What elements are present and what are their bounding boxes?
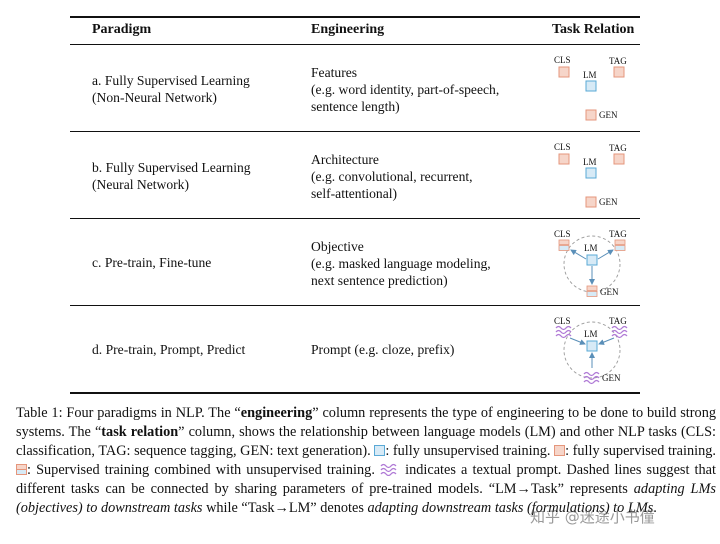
cls-to-lm-arrow xyxy=(569,337,586,345)
row-divider xyxy=(70,131,640,132)
tag-label: TAG xyxy=(609,143,627,153)
shared-parameter-dashed-circle xyxy=(563,321,621,379)
task-relation-diagram-a: CLS TAG LM GEN xyxy=(554,55,627,121)
paradigm-line: c. Pre-train, Fine-tune xyxy=(92,255,212,270)
gen-label: GEN xyxy=(602,373,621,383)
row-d-paradigm: d. Pre-train, Prompt, Predict xyxy=(92,341,245,358)
row-b-paradigm: b. Fully Supervised Learning (Neural Net… xyxy=(92,159,251,193)
engineering-line: Objective xyxy=(311,239,364,254)
lm-label: LM xyxy=(584,329,598,339)
gen-node xyxy=(585,196,597,208)
header-task-relation: Task Relation xyxy=(552,22,635,37)
shared-parameter-dashed-circle xyxy=(563,235,621,293)
paradigm-line: (Non-Neural Network) xyxy=(92,90,217,105)
caption-text: while “Task→LM” denotes xyxy=(202,500,368,516)
caption-text: . xyxy=(653,500,657,516)
gen-prompt-icon xyxy=(583,371,600,385)
unsupervised-square-icon xyxy=(374,445,386,456)
row-a-paradigm: a. Fully Supervised Learning (Non-Neural… xyxy=(92,72,250,106)
table-header-rule xyxy=(70,44,640,45)
engineering-line: Architecture xyxy=(311,152,379,167)
task-relation-diagram-c: CLS TAG LM GEN xyxy=(554,229,627,297)
tag-to-lm-arrow xyxy=(598,337,615,345)
lm-node xyxy=(585,167,597,179)
gen-label: GEN xyxy=(599,110,618,120)
engineering-line: Prompt (e.g. cloze, prefix) xyxy=(311,342,455,357)
paradigm-line: (Neural Network) xyxy=(92,177,190,192)
cls-prompt-icon xyxy=(555,325,572,339)
table-top-rule xyxy=(70,16,640,18)
caption-text: : fully supervised training. xyxy=(565,443,716,459)
engineering-line: self-attentional) xyxy=(311,186,398,201)
watermark: 知乎 @迷途小书僮 xyxy=(530,508,655,526)
caption-italic: adapting downstream tasks (formulations)… xyxy=(367,500,654,516)
cls-label: CLS xyxy=(554,142,571,152)
engineering-line: (e.g. word identity, part-of-speech, xyxy=(311,82,500,97)
caption-text: Table 1: Four paradigms in NLP. The “ xyxy=(16,405,241,421)
caption-bold-engineering: engineering xyxy=(240,405,313,421)
lm-label: LM xyxy=(583,157,597,167)
header-engineering: Engineering xyxy=(311,22,385,37)
caption-bold-task-relation: task relation xyxy=(101,424,179,440)
tag-node xyxy=(613,153,625,165)
caption-text: : fully unsupervised training. xyxy=(385,443,555,459)
table-caption: Table 1: Four paradigms in NLP. The “eng… xyxy=(16,404,716,518)
gen-label: GEN xyxy=(599,197,618,207)
task-relation-diagram-b: CLS TAG LM GEN xyxy=(554,142,627,208)
cls-label: CLS xyxy=(554,55,571,65)
lm-to-tag-arrow xyxy=(597,249,614,260)
table-bottom-rule xyxy=(70,392,640,394)
row-c-paradigm: c. Pre-train, Fine-tune xyxy=(92,254,211,271)
lm-node xyxy=(586,340,598,352)
lm-node xyxy=(585,80,597,92)
row-divider xyxy=(70,305,640,306)
row-a-engineering: Features (e.g. word identity, part-of-sp… xyxy=(311,64,499,115)
cls-label: CLS xyxy=(554,316,571,326)
row-c-engineering: Objective (e.g. masked language modeling… xyxy=(311,238,491,289)
cls-label: CLS xyxy=(554,229,571,239)
supervised-square-icon xyxy=(554,445,566,456)
lm-to-cls-arrow xyxy=(570,249,587,260)
tag-label: TAG xyxy=(609,56,627,66)
gen-node xyxy=(585,109,597,121)
lm-node xyxy=(586,254,598,266)
tag-prompt-icon xyxy=(611,325,628,339)
gen-label: GEN xyxy=(600,287,619,297)
caption-text: ” column represents the type of engineer… xyxy=(16,405,716,440)
lm-label: LM xyxy=(584,243,598,253)
engineering-line: (e.g. convolutional, recurrent, xyxy=(311,169,473,184)
paradigm-line: a. Fully Supervised Learning xyxy=(92,73,250,88)
caption-text: ” column, shows the relationship between… xyxy=(16,424,716,459)
combined-training-square-icon xyxy=(16,464,27,475)
tag-label: TAG xyxy=(609,316,627,326)
gen-node xyxy=(586,285,598,297)
paradigm-line: b. Fully Supervised Learning xyxy=(92,160,251,175)
tag-label: TAG xyxy=(609,229,627,239)
paradigm-line: d. Pre-train, Prompt, Predict xyxy=(92,342,246,357)
cls-node xyxy=(558,66,570,78)
row-divider xyxy=(70,218,640,219)
engineering-line: Features xyxy=(311,65,358,80)
cls-node xyxy=(558,239,570,251)
caption-text: : Supervised training combined with unsu… xyxy=(27,462,380,478)
row-d-engineering: Prompt (e.g. cloze, prefix) xyxy=(311,341,454,358)
engineering-line: sentence length) xyxy=(311,99,400,114)
engineering-line: next sentence prediction) xyxy=(311,273,448,288)
lm-label: LM xyxy=(583,70,597,80)
header-paradigm: Paradigm xyxy=(92,22,152,37)
tag-node xyxy=(614,239,626,251)
tag-node xyxy=(613,66,625,78)
caption-text: indicates a textual prompt. Dashed lines… xyxy=(16,462,716,497)
engineering-line: (e.g. masked language modeling, xyxy=(311,256,491,271)
textual-prompt-wave-icon xyxy=(380,463,397,476)
cls-node xyxy=(558,153,570,165)
task-relation-diagram-d: CLS TAG LM GEN xyxy=(554,316,628,385)
row-b-engineering: Architecture (e.g. convolutional, recurr… xyxy=(311,151,473,202)
caption-italic: adapting LMs (objectives) to downstream … xyxy=(16,481,716,516)
